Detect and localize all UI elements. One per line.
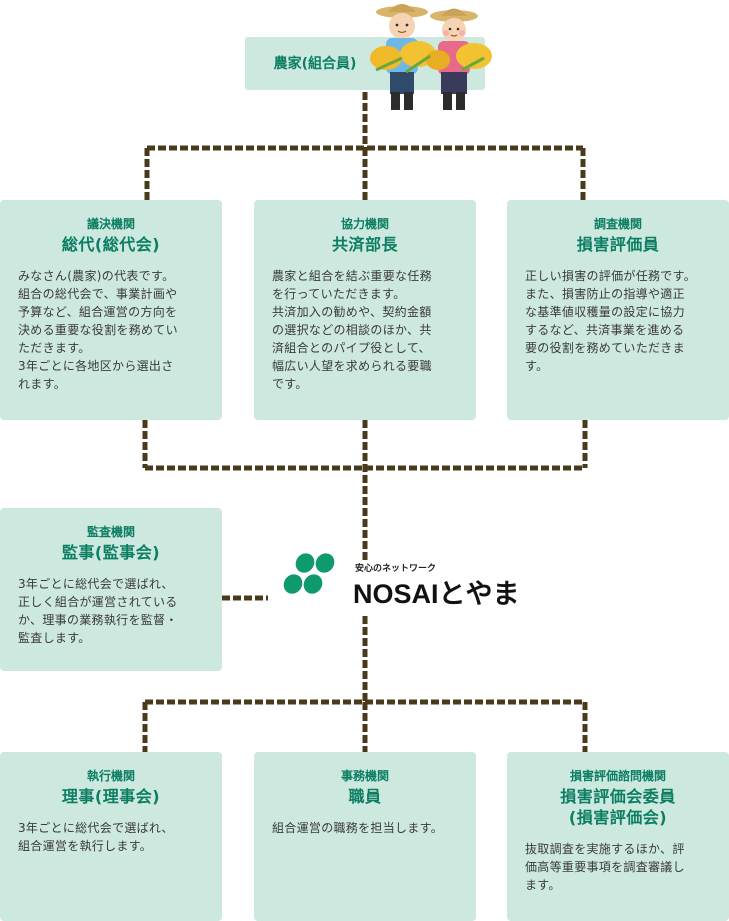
box-description: 農家と組合を結ぶ重要な任務 を行っていただきます。 共済加入の勧めや、契約金額 … — [272, 269, 432, 391]
box-staff: 事務機関 職員 組合運営の職務を担当します。 — [254, 752, 476, 921]
box-title: 監事(監事会) — [61, 543, 161, 562]
box-description: 3年ごとに総代会で選ばれ、 組合運営を執行します。 — [18, 821, 174, 853]
logo-subtitle: 安心のネットワーク — [355, 564, 437, 574]
box-category: 執行機関 — [86, 769, 135, 783]
box-category: 監査機関 — [86, 525, 135, 539]
box-directors: 執行機関 理事(理事会) 3年ごとに総代会で選ばれ、 組合運営を執行します。 — [0, 752, 222, 921]
box-title: 損害評価会委員 (損害評価会) — [560, 787, 676, 827]
box-category: 議決機関 — [86, 217, 135, 231]
box-title: 職員 — [348, 787, 382, 806]
logo-mark-icon — [283, 553, 335, 594]
logo-name: NOSAIとやま — [353, 579, 520, 609]
box-title: 共済部長 — [331, 235, 398, 254]
box-title: 総代(総代会) — [61, 235, 161, 254]
box-description: 正しい損害の評価が任務です。 また、損害防止の指導や適正 な基準値収穫量の設定に… — [525, 269, 697, 373]
box-mutual-aid-leader: 協力機関 共済部長 農家と組合を結ぶ重要な任務 を行っていただきます。 共済加入… — [254, 200, 476, 420]
rice-sheaf-icon — [370, 41, 492, 74]
farmers-label: 農家(組合員) — [273, 56, 357, 72]
box-category: 事務機関 — [340, 769, 389, 783]
nosai-logo: 安心のネットワーク NOSAIとやま — [275, 548, 535, 609]
box-title: 理事(理事会) — [61, 787, 161, 806]
box-representatives: 議決機関 総代(総代会) みなさん(農家)の代表です。 組合の総代会で、事業計画… — [0, 200, 222, 420]
box-description: 3年ごとに総代会で選ばれ、 正しく組合が運営されている か、理事の業務執行を監督… — [18, 577, 178, 645]
farmers-illustration — [370, 4, 492, 110]
box-category: 協力機関 — [340, 217, 389, 231]
box-auditors: 監査機関 監事(監事会) 3年ごとに総代会で選ばれ、 正しく組合が運営されている… — [0, 508, 222, 671]
box-description: 組合運営の職務を担当します。 — [272, 821, 444, 835]
box-description: みなさん(農家)の代表です。 組合の総代会で、事業計画や 予算など、組合運営の方… — [18, 269, 178, 391]
box-description: 抜取調査を実施するほか、評 価高等重要事項を調査審議し ます。 — [525, 842, 685, 892]
box-category: 損害評価諮問機関 — [569, 769, 666, 783]
box-damage-assessor: 調査機関 損害評価員 正しい損害の評価が任務です。 また、損害防止の指導や適正 … — [507, 200, 729, 420]
box-category: 調査機関 — [593, 217, 642, 231]
box-title: 損害評価員 — [576, 235, 660, 254]
box-damage-committee: 損害評価諮問機関 損害評価会委員 (損害評価会) 抜取調査を実施するほか、評 価… — [507, 752, 729, 921]
